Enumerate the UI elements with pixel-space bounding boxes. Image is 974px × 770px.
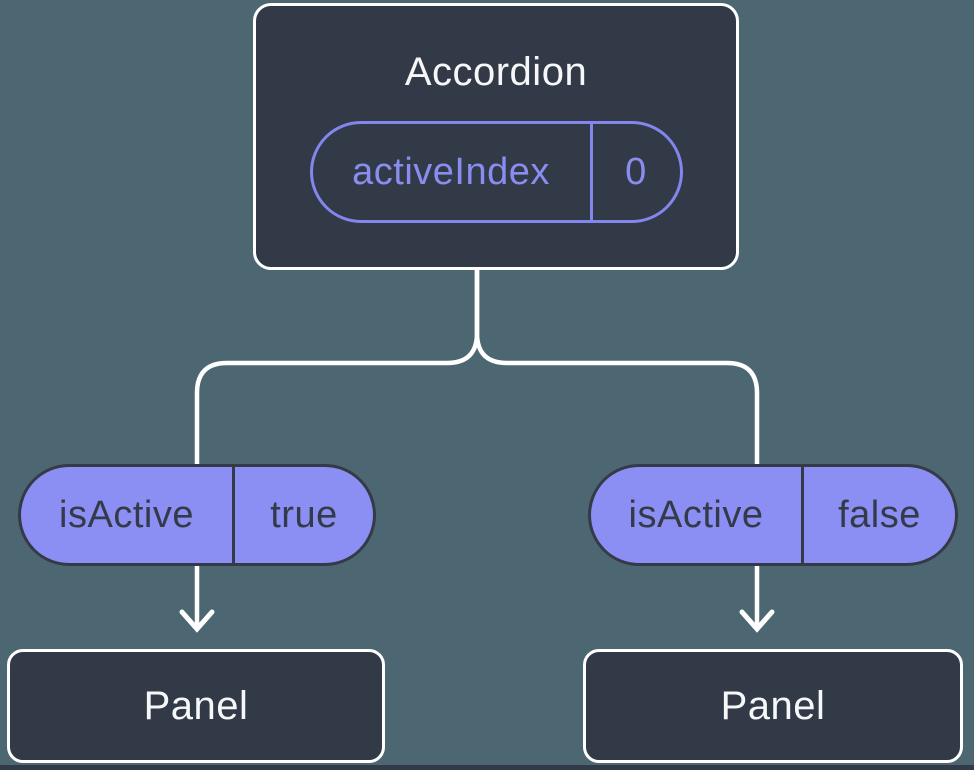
panel-node-left: Panel (7, 649, 385, 763)
cropped-element-edge (0, 765, 974, 770)
panel-title: Panel (720, 684, 826, 728)
state-value-label: false (838, 493, 921, 536)
state-pill-true: isActive true (18, 464, 376, 566)
branch-line-right (474, 266, 760, 629)
prop-name-label: activeIndex (313, 124, 593, 220)
state-name-label: isActive (21, 467, 235, 563)
state-value-label: true (270, 493, 338, 536)
branch-line-left (194, 266, 480, 629)
arrowhead-right-icon (739, 609, 775, 633)
accordion-title: Accordion (404, 50, 588, 94)
panel-node-right: Panel (583, 649, 963, 763)
state-pill-false: isActive false (588, 464, 958, 566)
panel-title: Panel (143, 684, 249, 728)
accordion-node: Accordion activeIndex 0 (253, 3, 739, 270)
prop-pill: activeIndex 0 (309, 121, 683, 223)
state-name-label: isActive (591, 467, 804, 563)
arrowhead-left-icon (179, 609, 215, 633)
prop-value-label: 0 (625, 150, 647, 193)
